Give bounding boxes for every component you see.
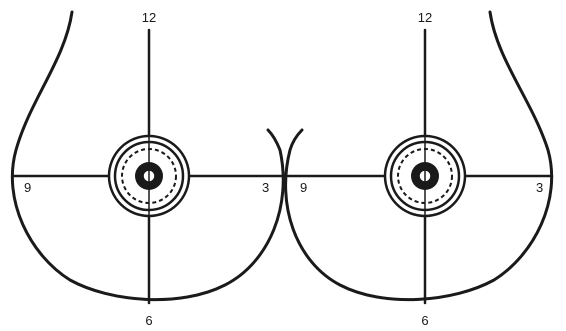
right-breast: 12 9 3 6 xyxy=(286,10,552,328)
left-breast: 12 9 3 6 xyxy=(12,10,283,328)
left-label-12: 12 xyxy=(142,10,156,25)
left-label-9: 9 xyxy=(24,180,31,195)
left-label-6: 6 xyxy=(145,313,152,328)
right-areola xyxy=(385,136,465,216)
left-areola xyxy=(109,136,189,216)
right-label-3: 3 xyxy=(536,180,543,195)
right-label-6: 6 xyxy=(421,313,428,328)
left-label-3: 3 xyxy=(262,180,269,195)
right-label-12: 12 xyxy=(418,10,432,25)
right-label-9: 9 xyxy=(300,180,307,195)
